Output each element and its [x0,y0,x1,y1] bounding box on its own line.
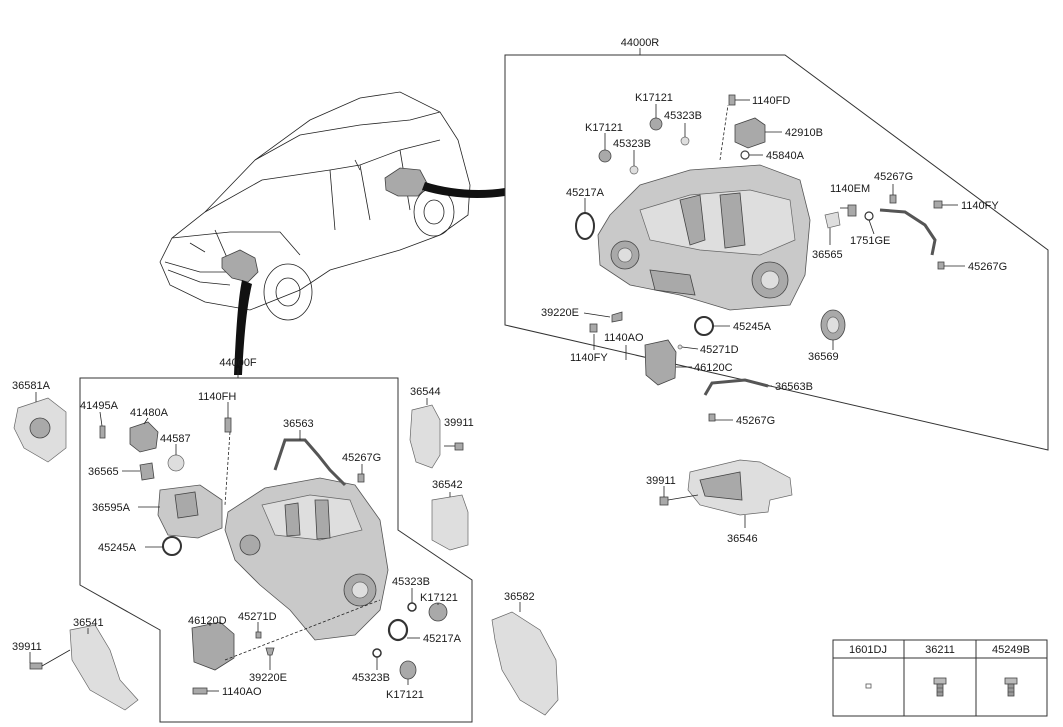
label-r-45267g-b: 45267G [968,261,1007,273]
label-f-k17121-b: K17121 [386,689,424,701]
label-r-36563b: 36563B [775,381,813,393]
label-r-k17121-a: K17121 [635,92,673,104]
label-r-45217a: 45217A [566,187,605,199]
label-x-39911: 39911 [646,475,676,487]
rear-assembly-number: 44000R [621,37,660,49]
label-f-45267g: 45267G [342,452,381,464]
label-r-36569: 36569 [808,351,839,363]
label-r-45323b-b: 45323B [613,138,651,150]
label-r-1140fd: 1140FD [752,95,790,107]
label-f-36595a: 36595A [92,502,131,514]
label-r-39220e: 39220E [541,307,579,319]
label-f-36542: 36542 [432,479,463,491]
label-f-36565: 36565 [88,466,119,478]
vehicle-illustration [159,91,505,375]
under-cover-group: 39911 36546 [646,459,793,545]
rear-assembly-frame: 44000R [504,37,1049,451]
rear-leader-lines [583,99,965,421]
table-header-1601dj: 1601DJ [849,644,887,656]
rear-labels: K17121 45323B 1140FD K17121 45323B 42910… [541,92,1007,427]
rear-small-parts [575,94,945,422]
front-assembly-number: 44000F [219,357,257,369]
label-f-41480a: 41480A [130,407,169,419]
table-header-45249b: 45249B [992,644,1030,656]
label-f-1140ao: 1140AO [222,686,262,698]
label-r-45267g-c: 45267G [736,415,775,427]
label-f-45217a: 45217A [423,633,462,645]
label-r-45245a: 45245A [733,321,772,333]
label-r-1140fy-b: 1140FY [570,352,608,364]
label-r-45271d: 45271D [700,344,739,356]
label-x-36546: 36546 [727,533,758,545]
label-f-46120d: 46120D [188,615,227,627]
label-f-45245a: 45245A [98,542,137,554]
label-r-1751ge: 1751GE [850,235,890,247]
fastener-table: 1601DJ 36211 45249B [832,639,1048,717]
front-assembly-frame: 44000F [79,357,473,723]
label-r-36565: 36565 [812,249,843,261]
label-f-36544: 36544 [410,386,441,398]
label-r-1140fy-a: 1140FY [961,200,999,212]
table-header-36211: 36211 [925,644,955,656]
label-f-39911-b: 39911 [12,641,42,653]
label-f-36563: 36563 [283,418,314,430]
label-r-46120c: 46120C [694,362,733,374]
label-r-45840a: 45840A [766,150,805,162]
label-f-45271d: 45271D [238,611,277,623]
label-f-1140fh: 1140FH [198,391,236,403]
label-f-45323b-a: 45323B [392,576,430,588]
front-labels: 36581A 41495A 41480A 1140FH 44587 36563 … [12,380,535,701]
label-f-44587: 44587 [160,433,191,445]
bolt-45249b-icon [1004,677,1018,697]
label-f-45323b-b: 45323B [352,672,390,684]
label-r-42910b: 42910B [785,127,823,139]
label-r-45323b-a: 45323B [664,110,702,122]
label-f-36581a: 36581A [12,380,51,392]
label-f-k17121-a: K17121 [420,592,458,604]
bolt-36211-icon [933,677,947,697]
label-f-36541: 36541 [73,617,104,629]
label-r-k17121-b: K17121 [585,122,623,134]
label-f-41495a: 41495A [80,400,119,412]
label-f-39220e: 39220E [249,672,287,684]
label-f-36582: 36582 [504,591,535,603]
clip-icon [865,683,872,689]
front-drive-unit [157,477,389,641]
label-r-1140ao: 1140AO [604,332,644,344]
front-small-parts [13,397,559,716]
label-r-1140em: 1140EM [830,183,870,195]
rear-drive-unit [597,164,811,311]
front-leader-lines [29,392,521,692]
label-f-39911-a: 39911 [444,417,474,429]
label-r-45267g-a: 45267G [874,171,913,183]
